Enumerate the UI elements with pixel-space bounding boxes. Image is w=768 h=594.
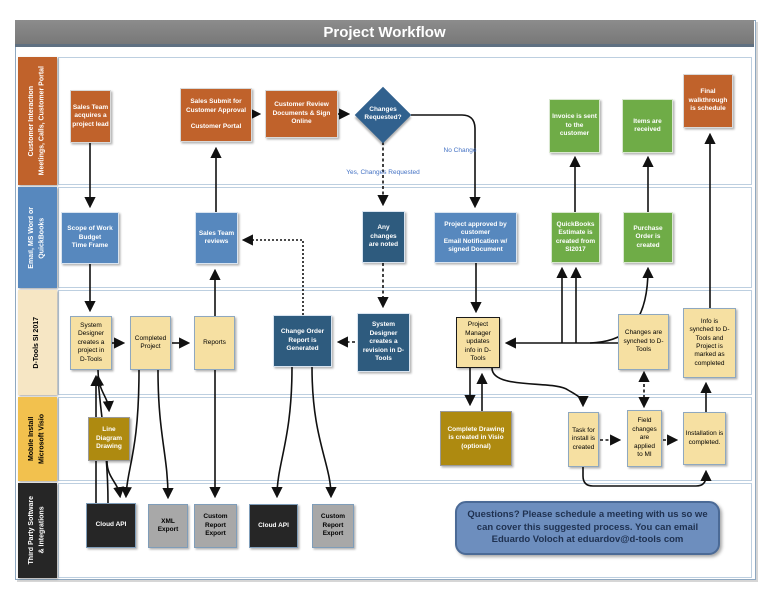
- node-customer-review: Customer Review Documents & Sign Online: [265, 90, 338, 138]
- node-custom-report-2: Custom Report Export: [312, 504, 354, 548]
- lane-label-third-party: Third Party Software & Integrations: [18, 483, 57, 578]
- lane-label-text: Customer Interaction Meetings, Calls, Cu…: [28, 66, 46, 176]
- node-custom-report-1: Custom Report Export: [194, 504, 237, 548]
- node-sales-lead: Sales Team acquires a project lead: [70, 90, 111, 143]
- diagram-title: Project Workflow: [15, 20, 754, 47]
- node-info-synched: Info is synched to D- Tools and Project …: [683, 308, 736, 378]
- questions-note: Questions? Please schedule a meeting wit…: [455, 501, 720, 555]
- decision-changes-requested-label: Changes Requested?: [364, 106, 402, 122]
- node-change-order-report: Change Order Report is Generated: [273, 315, 332, 367]
- edge-label-no-change: No Change: [443, 147, 477, 154]
- node-installation-completed: Installation is completed.: [683, 412, 726, 465]
- node-quickbooks-estimate: QuickBooks Estimate is created from SI20…: [551, 212, 600, 263]
- node-completed-project: Completed Project: [130, 316, 171, 370]
- diagram-title-text: Project Workflow: [323, 23, 446, 41]
- node-xml-export: XML Export: [148, 504, 188, 548]
- node-system-designer-revision: System Designer creates a revision in D-…: [357, 313, 410, 372]
- lane-label-text: Mobile Install Microsoft Visio: [28, 413, 46, 465]
- node-purchase-order: Purchase Order is created: [623, 212, 673, 263]
- node-cloud-api-1: Cloud API: [86, 503, 136, 548]
- node-reports: Reports: [194, 316, 235, 370]
- node-system-designer-creates: System Designer creates a project in D-T…: [70, 316, 112, 370]
- node-any-changes-noted: Any changes are noted: [362, 211, 405, 263]
- questions-note-text: Questions? Please schedule a meeting wit…: [467, 508, 708, 546]
- node-field-changes: Field changes are applied to MI: [627, 410, 662, 467]
- node-final-walkthrough: Final walkthrough is schedule: [683, 74, 733, 128]
- edge-label-yes-changes-requested: Yes, Changes Requested: [346, 169, 420, 176]
- node-sales-submit: Sales Submit for Customer Approval Custo…: [180, 88, 252, 142]
- node-invoice-sent: Invoice is sent to the customer: [549, 99, 600, 153]
- node-line-diagram: Line Diagram Drawing: [88, 417, 130, 461]
- node-scope-of-work: Scope of Work Budget Time Frame: [61, 212, 119, 264]
- node-task-install: Task for install is created: [568, 412, 599, 467]
- lane-label-email-msword-quickbooks: Email, MS Word or QuickBooks: [18, 187, 57, 288]
- node-complete-drawing: Complete Drawing is created in Visio (op…: [440, 411, 512, 466]
- lane-label-text: Third Party Software & Integrations: [28, 496, 46, 565]
- node-cloud-api-2: Cloud API: [249, 504, 298, 548]
- lane-label-text: D-Tools SI 2017: [33, 316, 41, 369]
- node-changes-synched: Changes are synched to D- Tools: [618, 314, 669, 370]
- node-project-manager-updates: Project Manager updates info in D- Tools: [456, 317, 500, 368]
- lane-label-mobile-install-visio: Mobile Install Microsoft Visio: [18, 397, 57, 481]
- lane-label-text: Email, MS Word or QuickBooks: [28, 206, 46, 269]
- lane-label-dtools-si2017: D-Tools SI 2017: [18, 290, 57, 395]
- lane-label-customer-interaction: Customer Interaction Meetings, Calls, Cu…: [18, 57, 57, 185]
- node-items-received: Items are received: [622, 99, 673, 153]
- node-sales-team-reviews: Sales Team reviews: [195, 212, 238, 264]
- node-project-approved: Project approved by customer Email Notif…: [434, 212, 517, 263]
